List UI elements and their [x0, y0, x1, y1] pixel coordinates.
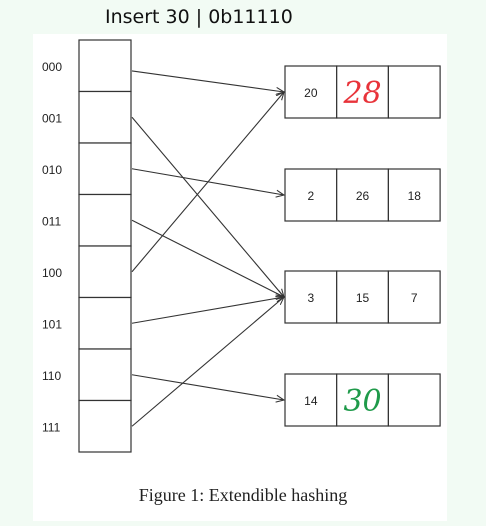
bucket-cell	[336, 373, 390, 427]
directory-slot	[78, 348, 132, 402]
bucket-cell	[387, 373, 441, 427]
bucket-value: 7	[411, 291, 418, 305]
bucket-value: 20	[304, 86, 318, 100]
bucket-cell	[284, 168, 338, 222]
directory-pointers	[131, 70, 284, 427]
directory-label: 011	[42, 215, 61, 229]
directory-slot	[78, 39, 132, 93]
bucket-cell	[387, 65, 441, 119]
bucket-cell	[336, 270, 390, 324]
page-title: Insert 30 | 0b11110	[105, 6, 293, 28]
directory-label: 001	[42, 112, 62, 126]
bucket-value: 2	[308, 189, 315, 203]
directory-entry: 010	[42, 142, 132, 196]
pointer-arrow	[131, 92, 284, 273]
pointer-arrow	[131, 219, 284, 297]
directory-slot	[78, 142, 132, 196]
directory-label: 110	[42, 369, 61, 383]
bucket-cell	[336, 168, 390, 222]
directory-label: 000	[42, 60, 62, 74]
directory-entry: 111	[42, 399, 132, 453]
directory-slot	[78, 296, 132, 350]
bucket-cell	[284, 270, 338, 324]
bucket: 14 30	[284, 373, 441, 427]
directory-label: 010	[42, 163, 62, 177]
directory-slot	[78, 193, 132, 247]
bucket: 2 26 18	[284, 168, 441, 222]
directory-entry: 100	[42, 245, 132, 299]
directory-table: 000 001 010 011 100 101 110 111	[42, 39, 132, 453]
bucket-value: 15	[356, 291, 370, 305]
bucket-cell	[387, 270, 441, 324]
pointer-arrow	[131, 70, 284, 92]
handwritten-value: 30	[343, 384, 381, 419]
directory-label: 100	[42, 266, 62, 280]
pointer-arrow	[131, 297, 284, 324]
bucket-cell	[284, 65, 338, 119]
bucket-cell	[284, 373, 338, 427]
bucket-value: 14	[304, 394, 318, 408]
directory-label: 111	[42, 421, 61, 435]
pointer-arrow	[131, 297, 284, 427]
directory-label: 101	[42, 318, 62, 332]
directory-slot	[78, 245, 132, 299]
directory-entry: 011	[42, 193, 132, 247]
directory-entry: 101	[42, 296, 132, 350]
bucket-value: 18	[408, 189, 422, 203]
bucket-value: 3	[308, 291, 315, 305]
directory-entry: 000	[42, 39, 132, 93]
bucket-value: 26	[356, 189, 370, 203]
directory-entry: 001	[42, 90, 132, 144]
bucket: 3 15 7	[284, 270, 441, 324]
bucket-cell	[387, 168, 441, 222]
pointer-arrow	[131, 374, 284, 400]
directory-slot	[78, 90, 132, 144]
figure-caption: Figure 1: Extendible hashing	[138, 485, 348, 505]
pointer-arrow	[131, 116, 284, 297]
directory-slot	[78, 399, 132, 453]
handwritten-value: 28	[342, 76, 381, 111]
directory-entry: 110	[42, 348, 132, 402]
